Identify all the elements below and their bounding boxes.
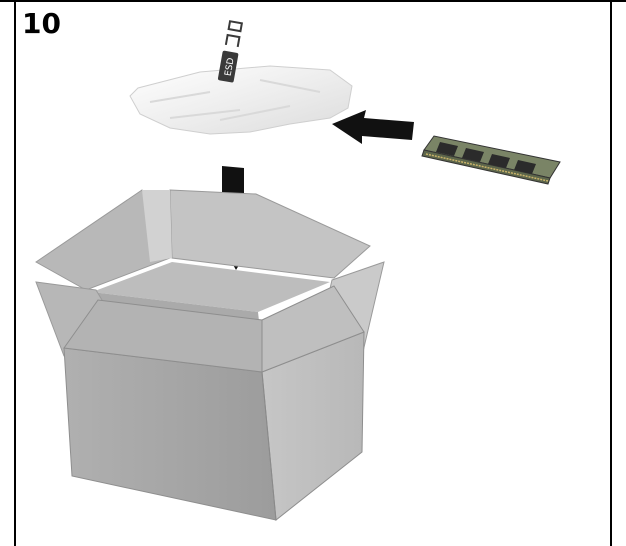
esd-bag-icon: ESD <box>130 21 352 134</box>
memory-module-icon <box>422 136 560 184</box>
left-arrow-icon <box>332 110 414 144</box>
shipping-box-icon <box>36 190 384 520</box>
